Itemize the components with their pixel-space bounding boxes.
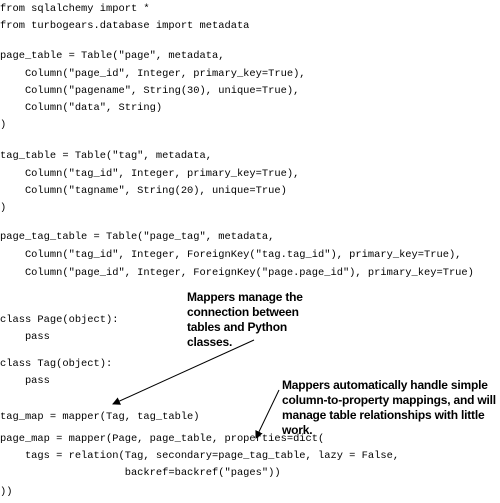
code-line: tags = relation(Tag, secondary=page_tag_… (0, 450, 400, 462)
code-line: ) (0, 119, 7, 131)
code-line: class Page(object): (0, 314, 119, 326)
code-line: Column("page_id", Integer, primary_key=T… (0, 68, 306, 80)
code-line: tag_map = mapper(Tag, tag_table) (0, 411, 200, 423)
code-line: pass (0, 375, 50, 387)
callout-mappers-automatically: Mappers automatically handle simple colu… (282, 378, 496, 437)
code-line: page_map = mapper(Page, page_table, prop… (0, 433, 325, 445)
code-line: Column("tag_id", Integer, ForeignKey("ta… (0, 249, 462, 261)
code-line: tag_table = Table("tag", metadata, (0, 150, 213, 162)
code-line: page_table = Table("page", metadata, (0, 50, 225, 62)
code-line: class Tag(object): (0, 358, 113, 370)
code-line: from sqlalchemy import * (0, 3, 150, 15)
code-line: backref=backref("pages")) (0, 467, 281, 479)
code-line: Column("pagename", String(30), unique=Tr… (0, 85, 300, 97)
code-line: Column("data", String) (0, 102, 163, 114)
code-line: ) (0, 202, 7, 214)
code-line: from turbogears.database import metadata (0, 20, 250, 32)
code-line: pass (0, 331, 50, 343)
arrow-to-properties (255, 389, 280, 439)
code-line: page_tag_table = Table("page_tag", metad… (0, 231, 275, 243)
code-line: Column("tag_id", Integer, primary_key=Tr… (0, 168, 300, 180)
code-line: Column("page_id", Integer, ForeignKey("p… (0, 267, 474, 279)
code-line: )) (0, 486, 13, 498)
callout-mappers-manage: Mappers manage the connection between ta… (187, 290, 303, 349)
code-line: Column("tagname", String(20), unique=Tru… (0, 185, 287, 197)
